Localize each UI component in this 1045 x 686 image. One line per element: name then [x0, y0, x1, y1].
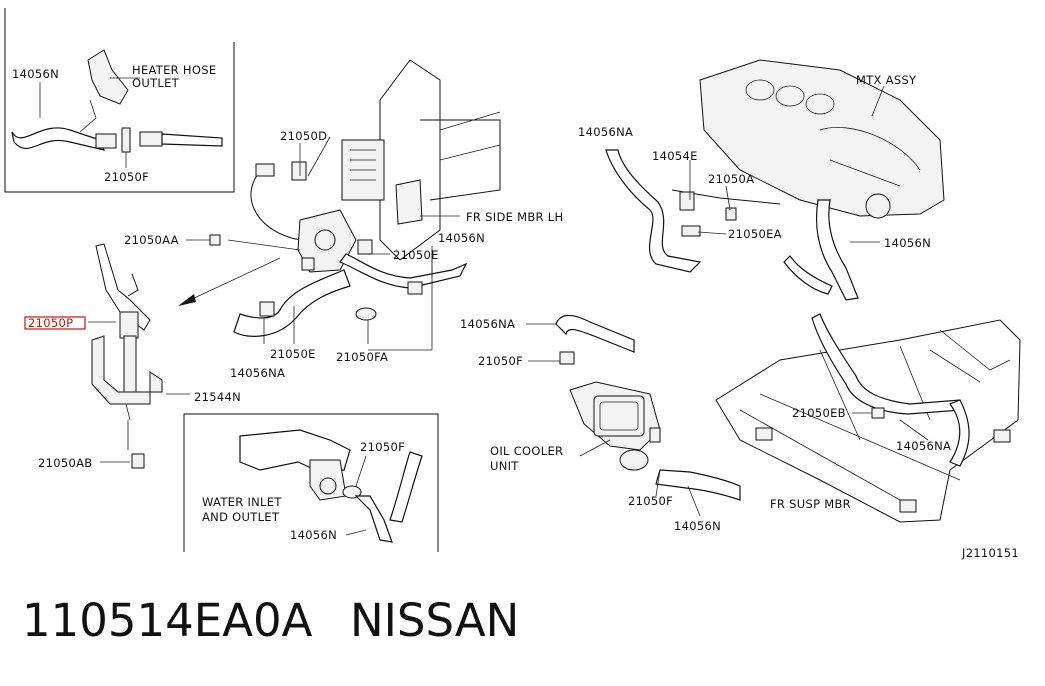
label-inset-hose-n: 14056N [290, 528, 337, 542]
label-clamp-ab: 21050AB [38, 456, 92, 470]
oil-cooler-assembly [526, 314, 741, 517]
label-hose-na-right: 14056NA [896, 439, 951, 453]
label-part-14054e: 14054E [652, 149, 698, 163]
label-clamp-f-mid: 21050F [478, 354, 523, 368]
label-hose-n-right: 14056N [884, 236, 931, 250]
left-bracket-assembly [24, 243, 190, 469]
label-oil-cooler-2: UNIT [490, 459, 519, 473]
label-clamp-fa: 21050FA [336, 350, 388, 364]
label-clamp-eb: 21050EB [792, 406, 846, 420]
label-mtx-assy: MTX ASSY [856, 73, 917, 87]
inset-water-inlet [183, 413, 439, 552]
label-top-left-hose: 14056N [12, 67, 59, 81]
label-hose-n-center: 14056N [438, 231, 485, 245]
label-hose-na-mid: 14056NA [460, 317, 515, 331]
label-clamp-d: 21050D [280, 129, 327, 143]
label-oil-cooler-1: OIL COOLER [490, 444, 563, 458]
label-diagram-id: J2110151 [961, 546, 1019, 560]
label-bracket: 21544N [194, 390, 241, 404]
front-suspension-member [715, 313, 1021, 523]
label-clamp-aa: 21050AA [124, 233, 179, 247]
label-fr-side-mbr: FR SIDE MBR LH [466, 210, 563, 224]
label-water-inlet-1: WATER INLET [202, 495, 282, 509]
brand-caption: NISSAN [350, 594, 520, 647]
label-clamp-e-center: 21050E [393, 248, 439, 262]
label-clamp-ea: 21050EA [728, 227, 782, 241]
label-hose-n-low: 14056N [674, 519, 721, 533]
label-clamp-a: 21050A [708, 172, 754, 186]
label-clamp-f-low: 21050F [628, 494, 673, 508]
label-hose-na-center: 14056NA [230, 366, 285, 380]
label-clamp-e-lower: 21050E [270, 347, 316, 361]
label-highlighted-part: 21050P [28, 316, 73, 330]
top-right-transmission [605, 59, 945, 301]
label-fr-susp-mbr: FR SUSP MBR [770, 497, 851, 511]
part-number-caption: 110514EA0A [22, 594, 313, 647]
label-water-inlet-2: AND OUTLET [202, 510, 280, 524]
label-heater-hose-outlet-1: HEATER HOSE [132, 63, 216, 77]
inset-heater-hose-outlet [4, 8, 235, 193]
label-hose-na-top: 14056NA [578, 125, 633, 139]
center-left-assembly [178, 59, 501, 351]
label-inset-clamp: 21050F [104, 170, 149, 184]
label-heater-hose-outlet-2: OUTLET [132, 76, 180, 90]
label-inset-clamp-f: 21050F [360, 440, 405, 454]
